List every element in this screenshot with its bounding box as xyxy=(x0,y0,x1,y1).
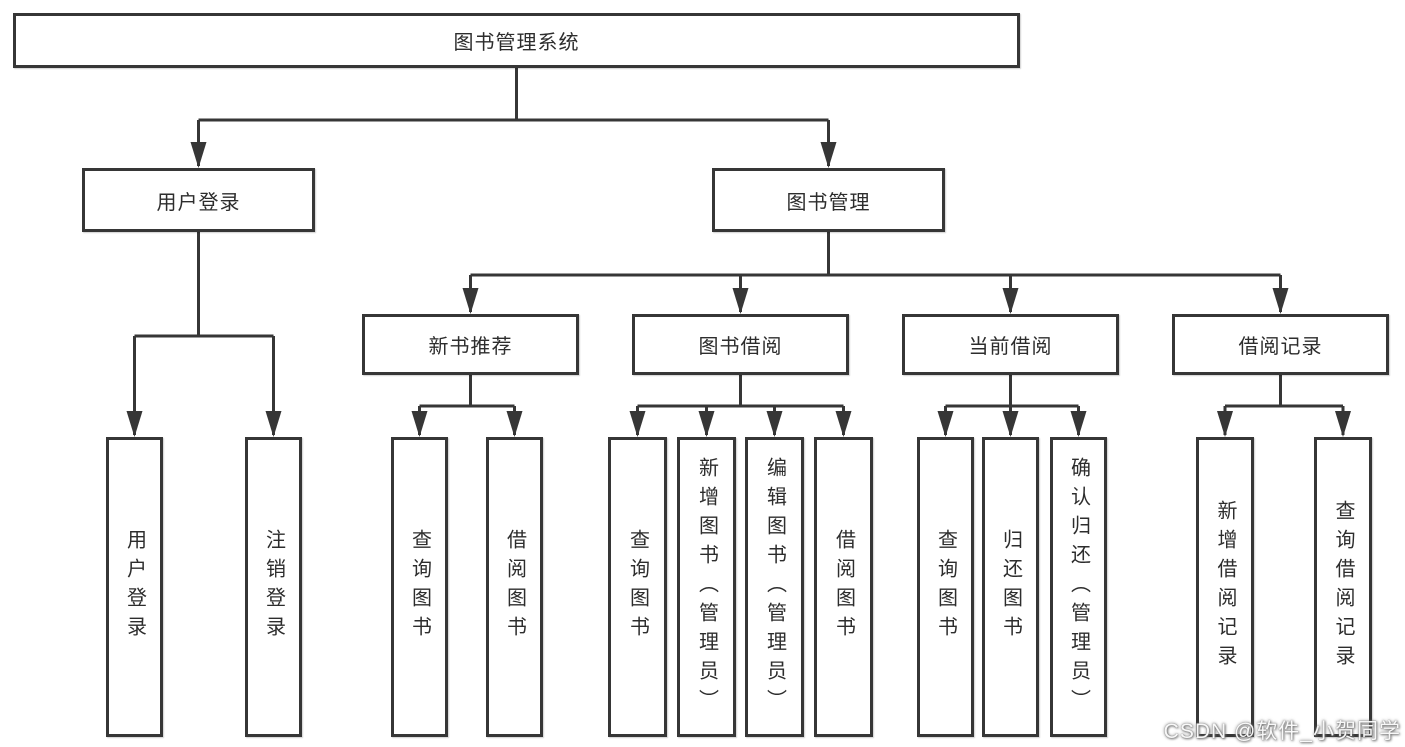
node-user-login: 用户登录 xyxy=(82,168,315,232)
leaf-label: 用户登录 xyxy=(123,529,146,645)
leaf-borrow-add-books-admin: 新增图书（管理员） xyxy=(677,437,736,737)
leaf-label: 借阅图书 xyxy=(832,529,855,645)
leaf-label: 查询图书 xyxy=(408,529,431,645)
leaf-current-query-books: 查询图书 xyxy=(917,437,974,737)
leaf-borrow-query-books: 查询图书 xyxy=(608,437,667,737)
leaf-current-confirm-return-admin: 确认归还（管理员） xyxy=(1050,437,1107,737)
leaf-records-query-record: 查询借阅记录 xyxy=(1314,437,1372,737)
leaf-records-add-record: 新增借阅记录 xyxy=(1196,437,1254,737)
leaf-label: 查询借阅记录 xyxy=(1332,500,1354,674)
leaf-label: 编辑图书（管理员） xyxy=(763,456,786,718)
leaf-label: 确认归还（管理员） xyxy=(1067,456,1090,718)
leaf-newbook-query-books: 查询图书 xyxy=(391,437,448,737)
node-book-borrow: 图书借阅 xyxy=(632,314,849,375)
leaf-label: 归还图书 xyxy=(999,529,1022,645)
leaf-logout: 注销登录 xyxy=(245,437,302,737)
arrow-group xyxy=(126,120,1351,437)
leaf-label: 新增图书（管理员） xyxy=(695,456,718,718)
node-root: 图书管理系统 xyxy=(13,13,1020,68)
leaf-borrow-borrow-books: 借阅图书 xyxy=(814,437,873,737)
leaf-borrow-edit-books-admin: 编辑图书（管理员） xyxy=(745,437,804,737)
leaf-label: 注销登录 xyxy=(262,529,285,645)
node-new-book-recommend: 新书推荐 xyxy=(362,314,579,375)
node-current-borrow: 当前借阅 xyxy=(902,314,1119,375)
leaf-current-return-books: 归还图书 xyxy=(982,437,1039,737)
node-book-management: 图书管理 xyxy=(712,168,945,232)
leaf-label: 查询图书 xyxy=(934,529,957,645)
csdn-watermark: CSDN @软件_小贺同学 xyxy=(1163,720,1401,743)
node-borrow-records: 借阅记录 xyxy=(1172,314,1389,375)
leaf-label: 查询图书 xyxy=(626,529,649,645)
leaf-label: 借阅图书 xyxy=(503,529,526,645)
leaf-user-login: 用户登录 xyxy=(106,437,163,737)
connector-trunks xyxy=(134,68,1343,408)
leaf-newbook-borrow-books: 借阅图书 xyxy=(486,437,543,737)
leaf-label: 新增借阅记录 xyxy=(1214,500,1236,674)
